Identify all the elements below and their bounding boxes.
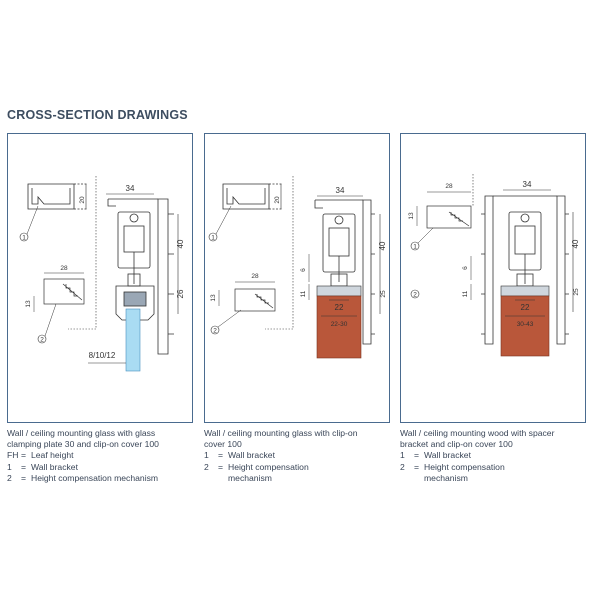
callout-2: 2 bbox=[213, 328, 217, 335]
dim-range: 22-30 bbox=[331, 321, 348, 328]
caption-line: bracket and clip-on cover 100 bbox=[400, 439, 513, 450]
caption-panel-3: Wall / ceiling mounting wood with spacer… bbox=[400, 428, 590, 484]
cross-section-drawing-2: 20 1 28 13 2 34 40 25 bbox=[208, 176, 387, 359]
dim-height-40: 40 bbox=[571, 239, 580, 248]
wall-bracket-icon bbox=[27, 183, 88, 210]
legend-item: 2=Height compensation mechanism bbox=[7, 472, 159, 483]
caption-line: cover 100 bbox=[204, 439, 242, 450]
callout-1: 1 bbox=[211, 235, 215, 242]
callout-2: 2 bbox=[40, 337, 44, 344]
legend-item: FH=Leaf height bbox=[7, 450, 74, 461]
dim-width: 34 bbox=[336, 186, 345, 195]
door-leaf-block bbox=[500, 295, 550, 357]
legend-item: 1=Wall bracket bbox=[7, 461, 78, 472]
dim-comp-width: 28 bbox=[251, 273, 259, 280]
drawing-panel-wood-spacer: 28 13 1 34 40 25 6 11 2 bbox=[400, 133, 586, 423]
dim-22: 22 bbox=[521, 303, 530, 312]
legend-item: 1=Wall bracket bbox=[204, 450, 275, 461]
dim-height-40: 40 bbox=[378, 241, 387, 250]
dim-height-25: 25 bbox=[380, 290, 387, 298]
door-leaf-block bbox=[316, 295, 362, 359]
caption-line: clamping plate 30 and clip-on cover 100 bbox=[7, 439, 159, 450]
dim-6: 6 bbox=[300, 268, 307, 272]
caption-line: Wall / ceiling mounting glass with clip-… bbox=[204, 428, 358, 438]
dim-comp-height: 13 bbox=[210, 294, 217, 302]
cross-section-drawing-3: 28 13 1 34 40 25 6 11 2 bbox=[408, 174, 580, 357]
dim-range: 30-43 bbox=[517, 321, 534, 328]
legend-item: mechanism bbox=[424, 472, 468, 483]
callout-1: 1 bbox=[413, 244, 417, 251]
dim-width: 34 bbox=[523, 180, 532, 189]
legend-item: 2=Height compensation bbox=[204, 461, 309, 472]
caption-line: Wall / ceiling mounting wood with spacer bbox=[400, 428, 555, 438]
wall-bracket-icon bbox=[222, 183, 283, 210]
dim-bracket-width: 20 bbox=[274, 196, 281, 204]
dim-height-26: 26 bbox=[176, 289, 185, 298]
glass-pane bbox=[125, 308, 141, 372]
legend-item: 1=Wall bracket bbox=[400, 450, 471, 461]
dim-22: 22 bbox=[335, 303, 344, 312]
cross-section-drawing-1: 20 1 28 13 2 34 bbox=[19, 176, 185, 372]
dim-11: 11 bbox=[300, 290, 307, 297]
dim-11: 11 bbox=[462, 290, 469, 297]
dim-comp-height: 13 bbox=[25, 300, 32, 308]
dim-bracket-width: 20 bbox=[79, 196, 86, 204]
dim-comp-width: 28 bbox=[60, 265, 68, 272]
drawing-panel-glass-clamping: 20 1 28 13 2 34 bbox=[7, 133, 193, 423]
legend-item: mechanism bbox=[228, 472, 272, 483]
drawing-panel-glass-cover: 20 1 28 13 2 34 40 25 bbox=[204, 133, 390, 423]
callout-1: 1 bbox=[22, 235, 26, 242]
dim-height-40: 40 bbox=[176, 239, 185, 248]
dim-6: 6 bbox=[462, 266, 469, 270]
dim-comp-height: 13 bbox=[408, 212, 415, 220]
caption-line: Wall / ceiling mounting glass with glass bbox=[7, 428, 156, 438]
section-title: CROSS-SECTION DRAWINGS bbox=[7, 108, 188, 122]
caption-panel-1: Wall / ceiling mounting glass with glass… bbox=[7, 428, 197, 484]
dim-height-25: 25 bbox=[573, 288, 580, 296]
dim-comp-width: 28 bbox=[445, 183, 453, 190]
legend-item: 2=Height compensation bbox=[400, 461, 505, 472]
callout-2: 2 bbox=[413, 292, 417, 299]
caption-panel-2: Wall / ceiling mounting glass with clip-… bbox=[204, 428, 394, 484]
dim-width: 34 bbox=[126, 184, 135, 193]
dim-glass-thickness: 8/10/12 bbox=[89, 351, 116, 360]
